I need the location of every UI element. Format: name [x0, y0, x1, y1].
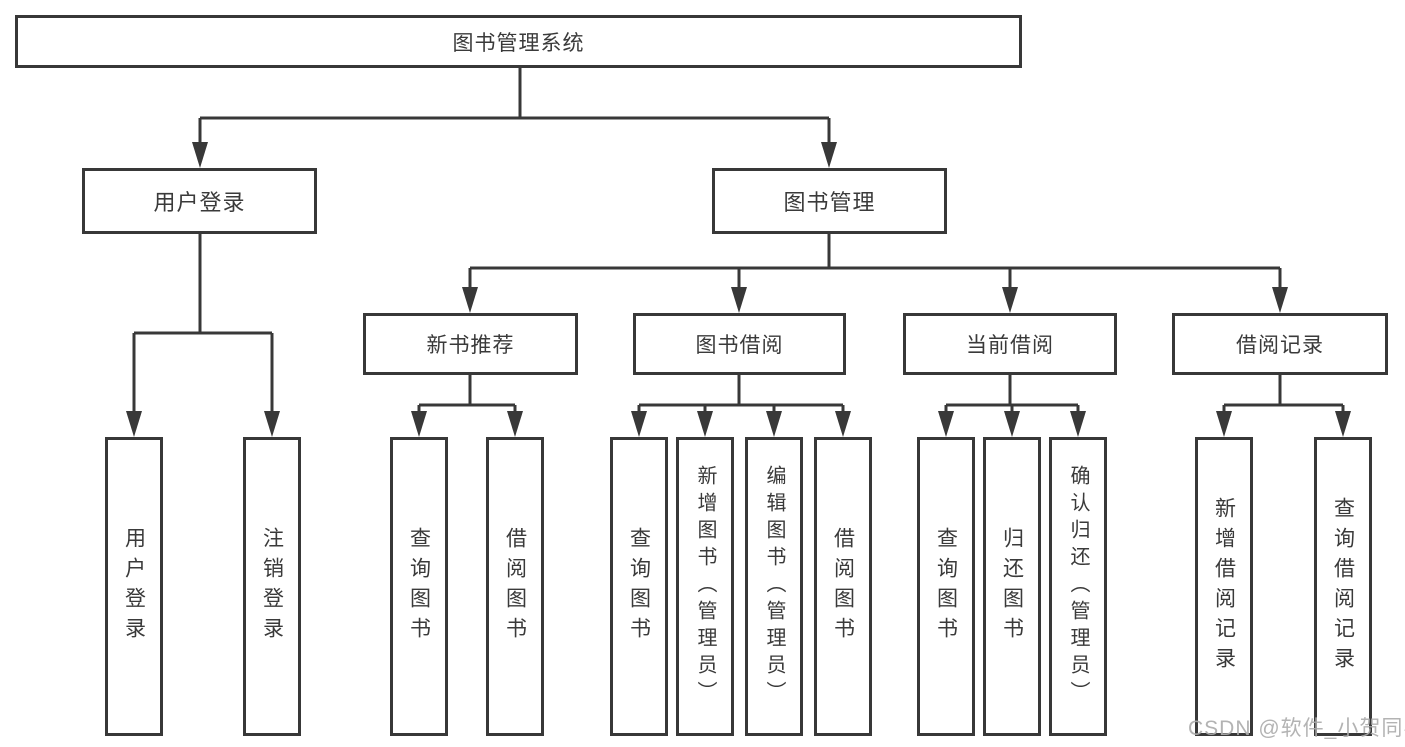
leaf-borrow-books-borrowing: 借阅图书	[814, 437, 872, 736]
leaf-borrow-books-recommend: 借阅图书	[486, 437, 544, 736]
root-node-library-management-system: 图书管理系统	[15, 15, 1022, 68]
leaf-query-books-current-label: 查询图书	[934, 526, 958, 647]
connector-bookmgmt-to-level3	[468, 234, 1282, 289]
node-book-management: 图书管理	[712, 168, 947, 234]
node-borrowing-records: 借阅记录	[1172, 313, 1388, 375]
leaf-return-book-label: 归还图书	[1000, 526, 1024, 647]
leaf-confirm-return-admin: 确认归还（管理员）	[1049, 437, 1107, 736]
node-current-borrowing-label: 当前借阅	[966, 334, 1054, 357]
leaf-logout-label: 注销登录	[260, 526, 284, 647]
node-borrowing-records-label: 借阅记录	[1236, 334, 1324, 357]
leaf-edit-book-admin: 编辑图书（管理员）	[745, 437, 803, 736]
arrow-down-icon	[631, 411, 647, 437]
arrow-down-icon	[697, 411, 713, 437]
root-node-label: 图书管理系统	[452, 31, 585, 55]
leaf-query-books-recommend: 查询图书	[390, 437, 448, 736]
connector-bookborrow-to-leaves	[637, 375, 845, 413]
arrow-down-icon	[507, 411, 523, 437]
node-book-borrowing-label: 图书借阅	[695, 334, 784, 357]
arrow-down-icon	[1002, 287, 1018, 313]
arrow-down-icon	[1216, 411, 1232, 437]
connector-currentborrow-to-leaves	[944, 375, 1080, 413]
arrow-down-icon	[126, 411, 142, 437]
leaf-edit-book-admin-label: 编辑图书（管理员）	[763, 465, 785, 708]
arrow-down-icon	[192, 142, 208, 168]
arrow-down-icon	[1272, 287, 1288, 313]
arrow-down-icon	[1004, 411, 1020, 437]
leaf-confirm-return-admin-label: 确认归还（管理员）	[1067, 465, 1089, 708]
arrow-down-icon	[731, 287, 747, 313]
leaf-add-borrow-record-label: 新增借阅记录	[1212, 496, 1236, 677]
leaf-query-borrow-record-label: 查询借阅记录	[1331, 496, 1355, 677]
arrow-down-icon	[1335, 411, 1351, 437]
leaf-add-book-admin: 新增图书（管理员）	[676, 437, 734, 736]
csdn-watermark: CSDN @软件_小贺同学	[1188, 717, 1405, 740]
arrow-down-icon	[1070, 411, 1086, 437]
arrowheads	[126, 142, 1351, 437]
node-user-login-label: 用户登录	[153, 190, 246, 215]
leaf-borrow-books-borrowing-label: 借阅图书	[831, 526, 855, 647]
leaf-add-borrow-record: 新增借阅记录	[1195, 437, 1253, 736]
arrow-down-icon	[264, 411, 280, 437]
connector-newbooks-to-leaves	[417, 375, 517, 413]
leaf-borrow-books-recommend-label: 借阅图书	[503, 526, 527, 647]
node-book-borrowing: 图书借阅	[633, 313, 846, 375]
node-user-login: 用户登录	[82, 168, 317, 234]
connector-root-to-level2	[198, 65, 831, 144]
leaf-query-books-borrowing: 查询图书	[610, 437, 668, 736]
leaf-return-book: 归还图书	[983, 437, 1041, 736]
connector-records-to-leaves	[1222, 375, 1345, 413]
node-new-book-recommendation-label: 新书推荐	[426, 334, 515, 357]
arrow-down-icon	[462, 287, 478, 313]
leaf-user-login-label: 用户登录	[122, 526, 146, 647]
leaf-query-books-borrowing-label: 查询图书	[627, 526, 651, 647]
connector-userlogin-to-leaves	[132, 234, 274, 413]
arrow-down-icon	[835, 411, 851, 437]
leaf-query-borrow-record: 查询借阅记录	[1314, 437, 1372, 736]
arrow-down-icon	[821, 142, 837, 168]
arrow-down-icon	[938, 411, 954, 437]
leaf-query-books-recommend-label: 查询图书	[407, 526, 431, 647]
leaf-query-books-current: 查询图书	[917, 437, 975, 736]
node-current-borrowing: 当前借阅	[903, 313, 1117, 375]
leaf-user-login: 用户登录	[105, 437, 163, 736]
leaf-logout: 注销登录	[243, 437, 301, 736]
node-new-book-recommendation: 新书推荐	[363, 313, 578, 375]
node-book-management-label: 图书管理	[783, 190, 876, 215]
arrow-down-icon	[766, 411, 782, 437]
arrow-down-icon	[411, 411, 427, 437]
leaf-add-book-admin-label: 新增图书（管理员）	[694, 465, 716, 708]
